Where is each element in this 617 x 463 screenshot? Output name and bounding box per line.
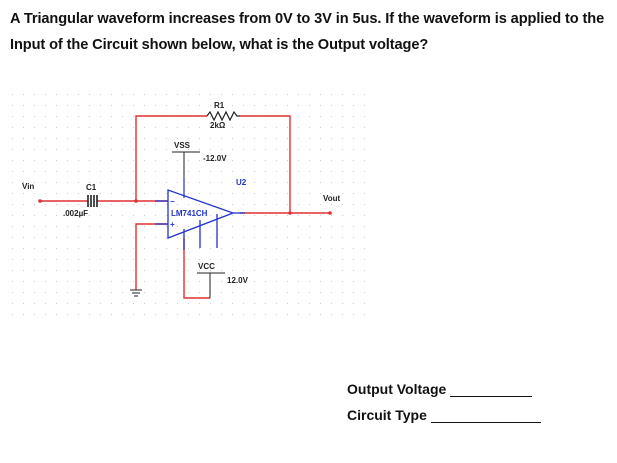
vss-value: -12.0V (203, 154, 227, 163)
vcc-value: 12.0V (227, 276, 249, 285)
c1-name: C1 (86, 183, 97, 192)
ground-icon (130, 289, 142, 297)
circuit-type-blank[interactable] (430, 408, 541, 423)
grid-dots (12, 94, 365, 315)
opamp-ref: U2 (236, 178, 247, 187)
vcc-name: VCC (198, 262, 215, 271)
opamp-u2 (155, 189, 245, 250)
vss-name: VSS (174, 141, 191, 150)
output-voltage-row: Output Voltage (347, 381, 533, 397)
r1-name: R1 (214, 101, 225, 110)
output-voltage-blank[interactable] (450, 382, 533, 397)
circuit-type-row: Circuit Type (347, 407, 541, 423)
vout-label: Vout (323, 194, 341, 203)
junction-dot (134, 199, 138, 203)
capacitor-c1 (87, 195, 98, 207)
noninverting-ground-wire (135, 223, 168, 290)
opamp-model: LM741CH (171, 209, 208, 218)
feedback-wire-left (135, 115, 207, 201)
resistor-r1 (206, 110, 240, 122)
vcc-supply (197, 272, 225, 298)
vss-supply (172, 151, 200, 178)
minus-sign: − (170, 197, 175, 206)
vin-label: Vin (22, 182, 34, 191)
r1-value: 2kΩ (210, 121, 226, 130)
output-voltage-label: Output Voltage (347, 381, 447, 397)
c1-value: .002µF (63, 209, 88, 218)
vin-terminal (38, 199, 42, 203)
vout-terminal (328, 211, 332, 215)
wires (40, 115, 330, 299)
vcc-wire (183, 238, 210, 299)
circuit-type-label: Circuit Type (347, 407, 427, 423)
plus-sign: + (170, 220, 175, 229)
junction-dot (288, 211, 292, 215)
question-text: A Triangular waveform increases from 0V … (10, 11, 605, 53)
feedback-wire-right (240, 115, 291, 213)
